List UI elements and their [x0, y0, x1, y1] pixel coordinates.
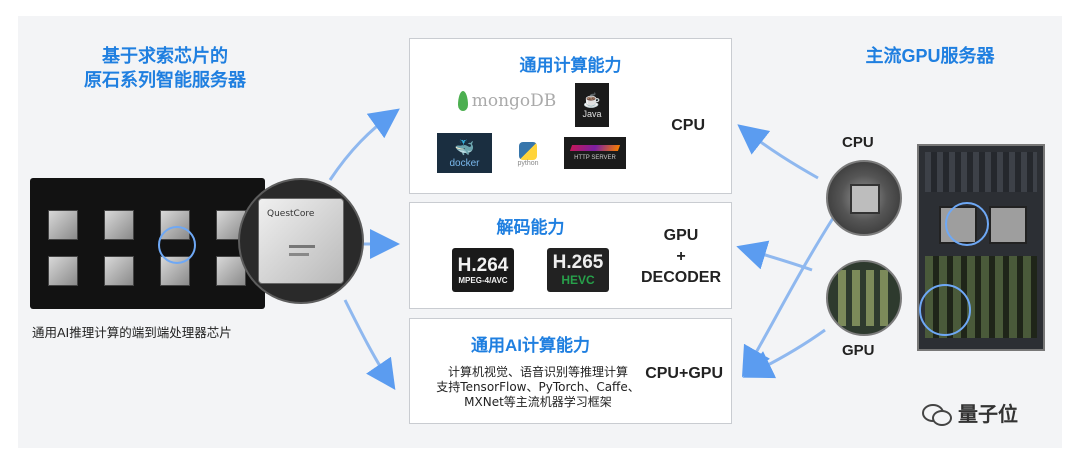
python-logo: python	[510, 135, 546, 173]
docker-logo: 🐳 docker	[437, 133, 492, 173]
cpu-icon	[850, 184, 880, 214]
panel-title: 通用AI计算能力	[471, 336, 590, 355]
chip-zoom-circle: QuestCore	[238, 178, 364, 304]
chip-icon	[104, 210, 134, 240]
questcore-chip: QuestCore	[258, 198, 344, 284]
chip-icon	[48, 210, 78, 240]
whale-icon: 🐳	[454, 139, 475, 157]
arrow-left-to-ai-panel	[343, 299, 396, 390]
left-heading-line1: 基于求索芯片的	[102, 46, 228, 66]
cpu-highlight-ring	[945, 202, 989, 246]
cpu-photo-circle	[826, 160, 902, 236]
watermark: 量子位	[922, 398, 1018, 427]
panel-ai-compute: 通用AI计算能力 计算机视觉、语音识别等推理计算 支持TensorFlow、Py…	[409, 318, 732, 424]
gpu-slot-icon	[838, 270, 846, 326]
panel-decoding: 解码能力 H.264 MPEG-4/AVC H.265 HEVC GPU + D…	[409, 202, 732, 309]
feather-icon	[569, 145, 621, 151]
watermark-text: 量子位	[958, 404, 1018, 426]
gpu-highlight-ring	[919, 284, 971, 336]
panel-title: 通用计算能力	[519, 56, 622, 75]
arrow-right-to-ai-panel-top	[742, 214, 837, 378]
panel-side-label: CPU+GPU	[645, 365, 723, 382]
mongodb-logo: mongoDB	[452, 87, 562, 115]
arrow-right-to-decode-panel	[736, 240, 813, 272]
zoom-highlight-ring	[158, 226, 196, 264]
board-photo	[30, 178, 265, 309]
arrow-right-to-cpu-panel	[737, 124, 819, 180]
gpu-photo-circle	[826, 260, 902, 336]
arrow-right-to-ai-panel-bottom	[742, 328, 826, 379]
coffee-cup-icon: ☕	[583, 91, 601, 108]
cpu-label: CPU	[842, 134, 874, 151]
chip-icon	[48, 256, 78, 286]
panel-description: 计算机视觉、语音识别等推理计算 支持TensorFlow、PyTorch、Caf…	[436, 365, 640, 409]
panel-side-label: GPU + DECODER	[640, 227, 721, 286]
right-heading: 主流GPU服务器	[865, 46, 995, 66]
left-heading: 基于求索芯片的 原石系列智能服务器	[70, 44, 260, 92]
leaf-icon	[457, 91, 468, 111]
wechat-icon	[922, 402, 952, 426]
h265-badge: H.265 HEVC	[547, 248, 609, 292]
gpu-server-photo	[917, 144, 1045, 351]
arrow-left-to-cpu-panel	[328, 108, 400, 181]
panel-title: 解码能力	[496, 218, 565, 237]
python-snake-icon	[519, 141, 537, 160]
java-logo: ☕ Java	[575, 83, 609, 127]
chip-icon	[104, 256, 134, 286]
server-cpu-socket	[989, 206, 1027, 244]
http-server-logo: HTTP SERVER	[564, 137, 626, 169]
left-heading-line2: 原石系列智能服务器	[84, 70, 246, 90]
panel-side-label: CPU	[671, 117, 705, 134]
board-caption: 通用AI推理计算的端到端处理器芯片	[32, 325, 232, 340]
panel-general-compute: 通用计算能力 mongoDB ☕ Java 🐳 docker python HT…	[409, 38, 732, 194]
h264-badge: H.264 MPEG-4/AVC	[452, 248, 514, 292]
chip-brand-label: QuestCore	[267, 209, 315, 219]
gpu-label: GPU	[842, 342, 875, 359]
